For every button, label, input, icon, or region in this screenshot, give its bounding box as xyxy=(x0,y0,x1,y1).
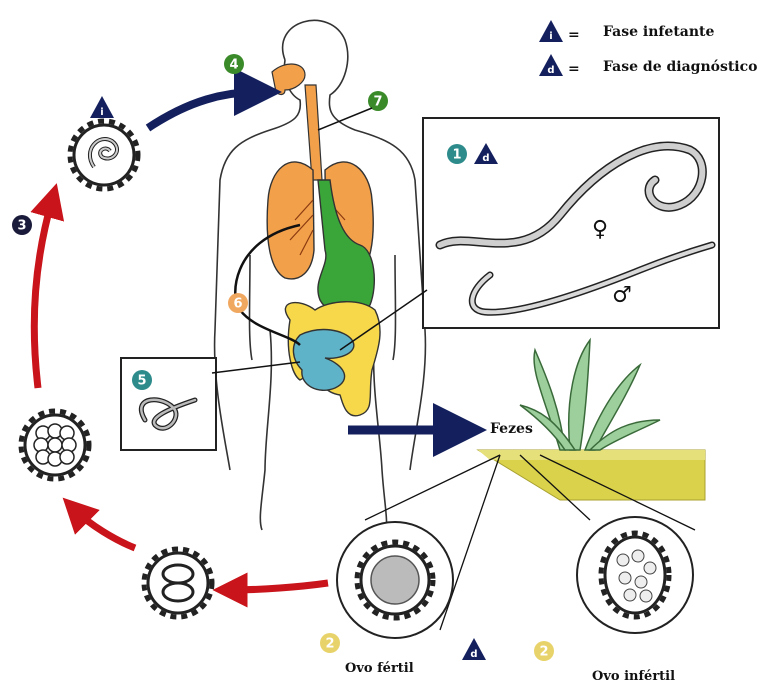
legend-diagnostic: d = Fase de diagnóstico xyxy=(539,54,758,77)
step-badge-2-left: 2 xyxy=(320,633,340,653)
svg-text:3: 3 xyxy=(17,219,26,234)
diagnostic-marker-eggs: d xyxy=(462,638,486,660)
fertile-egg-magnified xyxy=(337,455,500,638)
step-badge-2-right: 2 xyxy=(534,641,554,661)
step-badge-1: 1 xyxy=(447,144,467,164)
adult-worms-panel: ♀ ♂ xyxy=(340,118,719,350)
arrow-ingestion xyxy=(148,92,258,128)
svg-text:=: = xyxy=(568,27,580,43)
step-badge-4: 4 xyxy=(224,54,244,74)
svg-text:7: 7 xyxy=(373,95,382,110)
svg-text:=: = xyxy=(568,61,580,77)
svg-text:4: 4 xyxy=(229,58,238,73)
step-badge-3: 3 xyxy=(12,215,32,235)
legend-infective: i = Fase infetante xyxy=(539,20,715,43)
svg-text:d: d xyxy=(470,649,477,660)
svg-text:5: 5 xyxy=(137,374,146,389)
feces-label: Fezes xyxy=(490,421,533,437)
infertile-egg-label: Ovo infértil xyxy=(592,669,675,684)
nasal-cavity xyxy=(272,64,305,94)
svg-text:2: 2 xyxy=(325,637,334,652)
step-badge-6: 6 xyxy=(228,293,248,313)
svg-text:6: 6 xyxy=(233,297,242,312)
fertile-egg-label: Ovo fértil xyxy=(345,661,414,676)
egg-embryonated-larva xyxy=(70,121,138,189)
egg-morula xyxy=(21,411,89,479)
svg-text:1: 1 xyxy=(452,148,461,163)
svg-text:2: 2 xyxy=(539,645,548,660)
step-badge-7: 7 xyxy=(318,91,388,130)
egg-two-cell xyxy=(144,549,212,617)
larva-panel xyxy=(121,358,300,450)
male-symbol: ♂ xyxy=(612,282,632,308)
arrow-red-1 xyxy=(230,583,328,590)
step-badge-5: 5 xyxy=(132,370,152,390)
legend-infective-text: Fase infetante xyxy=(603,24,715,40)
female-symbol: ♀ xyxy=(592,216,608,242)
legend-diagnostic-text: Fase de diagnóstico xyxy=(603,59,758,75)
svg-text:i: i xyxy=(549,31,552,42)
arrow-red-3 xyxy=(34,200,52,388)
svg-text:d: d xyxy=(482,153,489,164)
arrow-red-2 xyxy=(75,510,135,548)
legend: i = Fase infetante d = Fase de diagnósti… xyxy=(539,20,758,77)
svg-text:i: i xyxy=(100,107,103,118)
infective-marker-egg: i xyxy=(90,96,114,118)
soil-and-grass xyxy=(478,340,705,500)
svg-text:d: d xyxy=(547,65,554,76)
